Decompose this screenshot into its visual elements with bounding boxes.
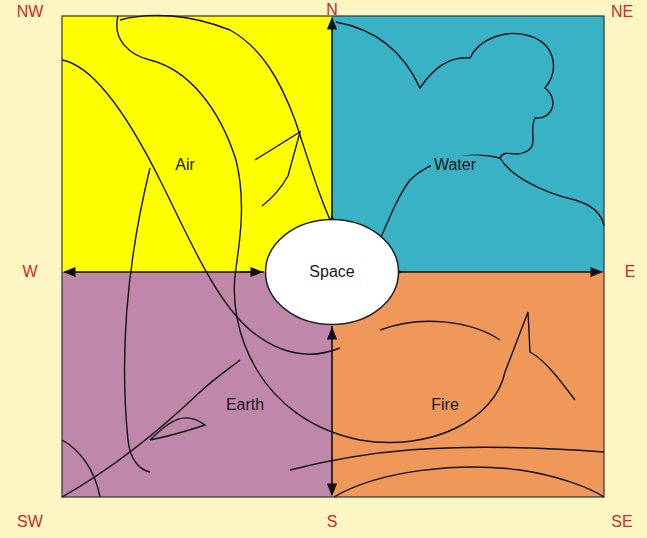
element-name: Space — [306, 262, 357, 281]
direction-label: N — [326, 0, 338, 19]
direction-label: S — [327, 512, 338, 531]
direction-label: W — [22, 262, 37, 281]
element-name: Fire — [428, 395, 462, 414]
circle-shape — [266, 220, 399, 325]
direction-label: SW — [17, 512, 43, 531]
direction-label: E — [625, 262, 636, 281]
direction-arrows — [64, 18, 602, 495]
element-name: Earth — [223, 395, 267, 414]
space-circle: Space — [264, 218, 400, 326]
direction-label: SE — [611, 512, 632, 531]
direction-label: NW — [17, 2, 44, 21]
element-name: Water — [431, 155, 479, 174]
plot-border — [62, 16, 604, 497]
purusha-figure — [62, 15, 604, 497]
direction-label: NE — [611, 2, 633, 21]
element-name: Air — [172, 155, 198, 174]
